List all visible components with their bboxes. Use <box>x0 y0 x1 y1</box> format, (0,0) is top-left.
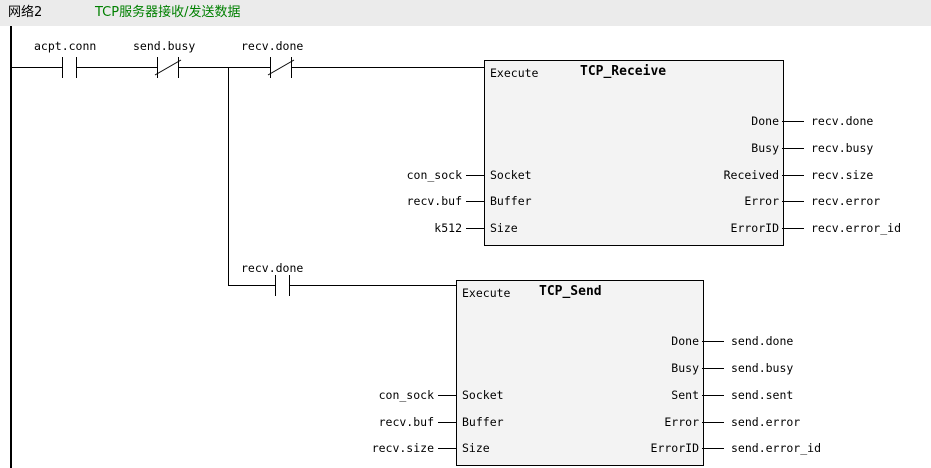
left-power-rail <box>10 26 12 468</box>
input-var[interactable]: con_sock <box>378 388 434 402</box>
output-pin: Error <box>744 194 779 208</box>
output-var[interactable]: recv.busy <box>811 141 874 155</box>
output-var[interactable]: recv.error <box>811 194 881 208</box>
input-var[interactable]: con_sock <box>406 168 462 182</box>
contact-recv-done-no[interactable] <box>275 275 290 296</box>
output-var[interactable]: send.busy <box>731 361 794 375</box>
tcp-send-block[interactable] <box>456 280 704 466</box>
network-number: 网络2 <box>8 5 43 20</box>
output-var[interactable]: send.error <box>731 415 801 429</box>
input-pin: Size <box>490 221 518 235</box>
pin-execute: Execute <box>490 66 539 80</box>
output-pin: ErrorID <box>650 441 699 455</box>
output-var[interactable]: send.done <box>731 334 794 348</box>
output-var[interactable]: recv.done <box>811 114 874 128</box>
block-name: TCP_Receive <box>580 64 667 79</box>
output-var[interactable]: send.error_id <box>731 441 822 455</box>
input-var[interactable]: recv.buf <box>378 415 434 429</box>
contact-label-acpt-conn: acpt.conn <box>34 39 97 53</box>
output-var[interactable]: recv.error_id <box>811 221 902 235</box>
input-var[interactable]: recv.buf <box>406 194 462 208</box>
contact-acpt-conn[interactable] <box>62 57 77 78</box>
contact-send-busy-nc[interactable] <box>154 57 182 78</box>
network-header[interactable]: 网络2 TCP服务器接收/发送数据 <box>0 0 931 26</box>
input-pin: Buffer <box>462 415 504 429</box>
output-var[interactable]: recv.size <box>811 168 874 182</box>
input-pin: Size <box>462 441 490 455</box>
contact-label-send-busy: send.busy <box>133 39 196 53</box>
output-var[interactable]: send.sent <box>731 388 794 402</box>
output-pin: Busy <box>671 361 699 375</box>
output-pin: Received <box>723 168 779 182</box>
output-pin: Error <box>664 415 699 429</box>
input-var[interactable]: recv.size <box>371 441 434 455</box>
contact-label-recv-done-2: recv.done <box>241 261 304 275</box>
contact-recv-done-nc[interactable] <box>267 57 295 78</box>
input-var[interactable]: k512 <box>434 221 462 235</box>
pin-execute: Execute <box>462 286 511 300</box>
output-pin: Done <box>751 114 779 128</box>
output-pin: Sent <box>671 388 699 402</box>
output-pin: Done <box>671 334 699 348</box>
input-pin: Socket <box>490 168 532 182</box>
network-comment[interactable]: TCP服务器接收/发送数据 <box>95 5 241 20</box>
input-pin: Buffer <box>490 194 532 208</box>
output-pin: ErrorID <box>730 221 779 235</box>
output-pin: Busy <box>751 141 779 155</box>
tcp-receive-block[interactable] <box>484 60 784 246</box>
contact-label-recv-done: recv.done <box>241 39 304 53</box>
block-name: TCP_Send <box>539 284 602 299</box>
input-pin: Socket <box>462 388 504 402</box>
